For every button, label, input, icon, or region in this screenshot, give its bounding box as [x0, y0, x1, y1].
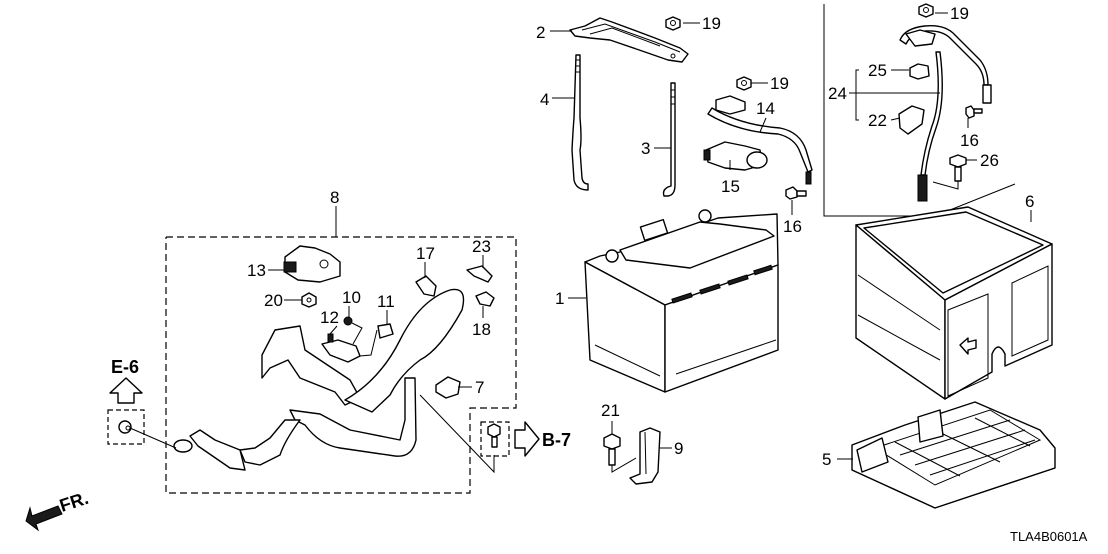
part-19-nut-middle[interactable]: [736, 76, 752, 91]
part-24-cable-set[interactable]: [899, 25, 992, 202]
part-26-bolt[interactable]: [932, 154, 967, 190]
part-20-nut[interactable]: [301, 292, 317, 308]
callout-19: 19: [702, 14, 721, 33]
callout-22: 22: [868, 111, 887, 130]
ref-b7-group: [480, 421, 540, 457]
part-19-nut-inset[interactable]: [918, 3, 934, 18]
callout-10: 10: [342, 288, 361, 307]
part-11-clip[interactable]: [359, 323, 394, 357]
part-17-clip[interactable]: [415, 275, 437, 297]
callout-24: 24: [828, 84, 847, 103]
part-19-nut-top[interactable]: [665, 16, 681, 31]
diagram-code: TLA4B0601A: [1010, 529, 1088, 544]
callout-16: 16: [783, 217, 802, 236]
callout-8: 8: [330, 188, 339, 207]
part-4-hook-bolt[interactable]: [571, 54, 589, 191]
ref-b7-label[interactable]: B-7: [542, 430, 571, 450]
callout-11: 11: [377, 292, 395, 311]
part-16-bolt-inset[interactable]: [965, 105, 983, 119]
part-18-clip[interactable]: [475, 291, 495, 307]
callout-23: 23: [472, 237, 491, 256]
ref-e6-label[interactable]: E-6: [111, 357, 139, 377]
part-12-terminal[interactable]: [321, 333, 361, 363]
callout-12: 12: [320, 308, 339, 327]
part-14-cable[interactable]: [707, 95, 813, 185]
callout-6: 6: [1025, 192, 1034, 211]
part-9-stay[interactable]: [629, 427, 661, 485]
callout-3: 3: [641, 139, 650, 158]
arrow-front-icon: [25, 505, 63, 532]
callout-18: 18: [472, 320, 491, 339]
cable-inset-frame: [823, 4, 1016, 217]
callout-7: 7: [475, 378, 484, 397]
callout-9: 9: [674, 439, 683, 458]
part-10-nut[interactable]: [343, 316, 363, 345]
arrow-right-icon: [514, 421, 540, 457]
callout-16: 16: [960, 131, 979, 150]
leader-lines: [268, 12, 1032, 460]
callout-19: 19: [950, 4, 969, 23]
part-3-hook-bolt[interactable]: [662, 82, 676, 197]
arrow-up-icon: [109, 377, 143, 404]
callout-13: 13: [247, 261, 266, 280]
part-6-battery-box[interactable]: [855, 206, 1053, 400]
part-8-positive-cable[interactable]: [129, 288, 465, 471]
callout-15: 15: [721, 177, 740, 196]
front-label: FR.: [57, 488, 91, 516]
callout-14: 14: [756, 99, 775, 118]
callout-1: 1: [555, 289, 564, 308]
callouts: 2 19 4 3 19 14 15 16 19 25 24 22 16 26 6…: [247, 4, 1034, 469]
part-1-battery[interactable]: [584, 209, 779, 393]
part-7-cover[interactable]: [435, 376, 461, 399]
callout-26: 26: [980, 151, 999, 170]
callout-20: 20: [264, 291, 283, 310]
part-16-bolt-middle[interactable]: [785, 186, 807, 200]
callout-25: 25: [868, 61, 887, 80]
callout-4: 4: [540, 90, 549, 109]
part-23-clip[interactable]: [466, 265, 493, 283]
part-25-cover[interactable]: [909, 63, 930, 80]
front-direction-indicator: FR.: [25, 488, 91, 532]
part-13-fuse-box[interactable]: [283, 245, 341, 283]
callout-21: 21: [601, 401, 620, 420]
part-8-cable-assembly-frame: [165, 236, 517, 494]
leader-b7-bolt: [419, 394, 495, 474]
part-21-bolt[interactable]: [603, 433, 637, 473]
callout-2: 2: [536, 23, 545, 42]
part-15-battery-sensor[interactable]: [703, 141, 768, 171]
callout-17: 17: [416, 244, 435, 263]
callout-19: 19: [770, 74, 789, 93]
part-2-setting-plate[interactable]: [569, 17, 689, 63]
part-22-terminal-cover[interactable]: [898, 105, 925, 135]
ref-e6-group: [107, 377, 145, 445]
ref-e6-link[interactable]: E-6: [111, 357, 139, 377]
ref-b7-link[interactable]: B-7: [542, 430, 571, 450]
callout-5: 5: [822, 450, 831, 469]
part-5-battery-tray[interactable]: [851, 401, 1056, 509]
